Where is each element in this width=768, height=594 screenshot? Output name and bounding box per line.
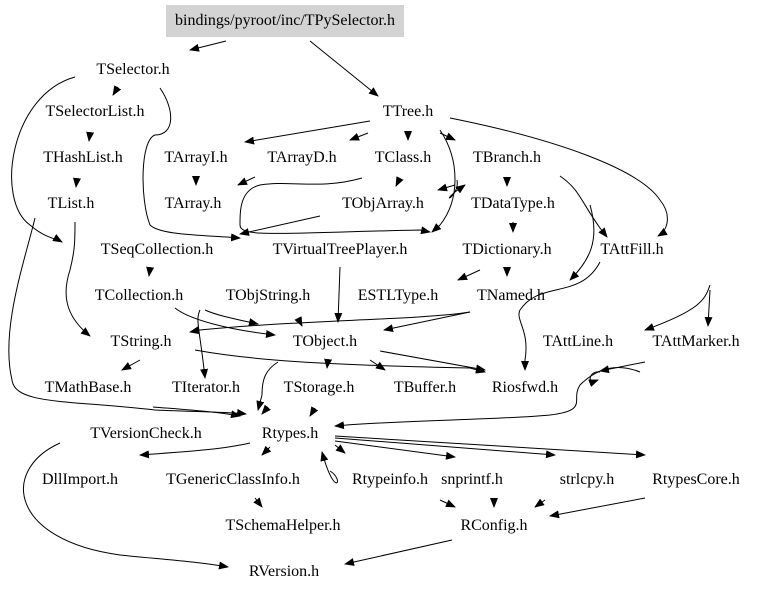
dependency-edge bbox=[294, 316, 303, 327]
dependency-edge bbox=[379, 350, 486, 373]
node-tdictionary[interactable]: TDictionary.h bbox=[462, 241, 552, 258]
dependency-edge bbox=[23, 442, 229, 570]
dependency-edge bbox=[73, 177, 81, 188]
node-tattline[interactable]: TAttLine.h bbox=[542, 333, 614, 350]
node-estltype[interactable]: ESTLType.h bbox=[357, 287, 439, 304]
dependency-edge bbox=[139, 442, 251, 459]
dependency-edge bbox=[559, 175, 608, 238]
dependency-edge bbox=[349, 132, 369, 141]
node-tdatatype[interactable]: TDataType.h bbox=[471, 195, 555, 212]
dependency-edge bbox=[189, 311, 471, 335]
node-rtypeinfo[interactable]: Rtypeinfo.h bbox=[352, 471, 428, 488]
node-tbuffer[interactable]: TBuffer.h bbox=[393, 379, 457, 396]
node-tarrayd[interactable]: TArrayD.h bbox=[267, 149, 337, 166]
node-tseqcollection[interactable]: TSeqCollection.h bbox=[100, 241, 214, 258]
node-ttree[interactable]: TTree.h bbox=[382, 103, 434, 120]
node-tclass[interactable]: TClass.h bbox=[374, 149, 432, 166]
node-titerator[interactable]: TIterator.h bbox=[172, 379, 240, 396]
node-dllimport[interactable]: DllImport.h bbox=[42, 471, 118, 488]
dependency-edge bbox=[431, 129, 456, 233]
dependency-edge bbox=[324, 358, 333, 369]
dependency-edge bbox=[320, 451, 338, 484]
dependency-edge bbox=[65, 221, 91, 337]
dependency-edge bbox=[644, 284, 711, 331]
node-rversion[interactable]: RVersion.h bbox=[248, 563, 320, 580]
node-rconfig[interactable]: RConfig.h bbox=[460, 517, 528, 534]
dependency-edge bbox=[86, 131, 95, 142]
dependency-edge bbox=[704, 289, 713, 327]
dependency-edge bbox=[449, 117, 668, 237]
dependency-edge bbox=[549, 497, 646, 519]
node-tstring[interactable]: TString.h bbox=[110, 333, 172, 350]
node-tvirtualtreeplayer[interactable]: TVirtualTreePlayer.h bbox=[272, 241, 408, 258]
node-tbranch[interactable]: TBranch.h bbox=[473, 149, 541, 166]
node-tattmarker[interactable]: TAttMarker.h bbox=[652, 333, 740, 350]
dependency-edge bbox=[334, 440, 456, 460]
dependency-edge bbox=[239, 215, 321, 236]
dependency-edge bbox=[518, 261, 601, 371]
node-tgenericclassinfo[interactable]: TGenericClassInfo.h bbox=[166, 471, 300, 488]
dependency-edge bbox=[112, 85, 122, 96]
node-tcollection[interactable]: TCollection.h bbox=[94, 287, 184, 304]
node-tarrayi[interactable]: TArrayI.h bbox=[164, 149, 228, 166]
dependency-edge bbox=[8, 217, 247, 417]
dependency-edge bbox=[261, 445, 272, 456]
dependency-edge bbox=[534, 498, 546, 508]
dependency-edge bbox=[11, 76, 76, 243]
dependency-edge bbox=[383, 311, 471, 333]
dependency-edge bbox=[244, 120, 371, 145]
dependency-edge bbox=[174, 307, 276, 338]
dependency-edge bbox=[146, 266, 155, 277]
node-tattfill[interactable]: TAttFill.h bbox=[600, 241, 664, 258]
dependency-edge bbox=[569, 204, 595, 281]
node-tnamed[interactable]: TNamed.h bbox=[477, 287, 545, 304]
dependency-edge bbox=[253, 497, 263, 508]
dependency-edge bbox=[457, 269, 481, 281]
dependency-edge bbox=[261, 404, 271, 415]
dependency-edge bbox=[309, 406, 319, 417]
node-tstorage[interactable]: TStorage.h bbox=[283, 379, 355, 396]
dependency-edge bbox=[599, 361, 646, 374]
dependency-edge bbox=[334, 444, 346, 454]
node-tselectorlist[interactable]: TSelectorList.h bbox=[45, 103, 145, 120]
dependency-edge bbox=[237, 176, 256, 186]
dependency-edge bbox=[194, 349, 486, 374]
dependency-edge bbox=[448, 179, 466, 199]
node-tversioncheck[interactable]: TVersionCheck.h bbox=[90, 425, 202, 442]
node-root-tpyselector[interactable]: bindings/pyroot/inc/TPySelector.h bbox=[166, 5, 404, 37]
node-strlcpy[interactable]: strlcpy.h bbox=[559, 471, 615, 488]
dependency-edge bbox=[189, 40, 227, 52]
dependency-edge bbox=[239, 177, 431, 235]
node-rtypescore[interactable]: RtypesCore.h bbox=[652, 471, 740, 488]
dependency-edge bbox=[437, 183, 456, 192]
dependency-edge bbox=[439, 499, 456, 508]
dependency-edge bbox=[142, 87, 241, 242]
dependency-edge bbox=[152, 406, 241, 419]
node-snprintf[interactable]: snprintf.h bbox=[441, 471, 503, 488]
dependency-edge bbox=[256, 361, 279, 411]
dependency-edge bbox=[344, 539, 453, 566]
node-tmathbase[interactable]: TMathBase.h bbox=[44, 379, 132, 396]
dependency-edge bbox=[334, 266, 343, 323]
node-tlist[interactable]: TList.h bbox=[47, 195, 95, 212]
dependency-edge bbox=[334, 367, 641, 430]
dependency-edge bbox=[369, 359, 386, 371]
node-tobject[interactable]: TObject.h bbox=[292, 333, 358, 350]
dependency-edge bbox=[588, 371, 601, 387]
node-tarray[interactable]: TArray.h bbox=[164, 195, 222, 212]
node-tschemahelper[interactable]: TSchemaHelper.h bbox=[225, 517, 341, 534]
node-thashlist[interactable]: THashList.h bbox=[43, 149, 123, 166]
dependency-edge bbox=[395, 176, 404, 187]
dependency-edge bbox=[309, 40, 379, 97]
node-tselector[interactable]: TSelector.h bbox=[96, 61, 170, 78]
node-rtypes[interactable]: Rtypes.h bbox=[261, 425, 319, 442]
dependency-edge bbox=[334, 437, 556, 459]
dependency-edge bbox=[204, 309, 259, 326]
node-riosfwd[interactable]: Riosfwd.h bbox=[491, 379, 559, 396]
node-tobjarray[interactable]: TObjArray.h bbox=[342, 195, 424, 212]
dependency-edge bbox=[121, 359, 141, 371]
dependency-edge bbox=[334, 435, 646, 459]
node-tobjstring[interactable]: TObjString.h bbox=[225, 287, 311, 304]
